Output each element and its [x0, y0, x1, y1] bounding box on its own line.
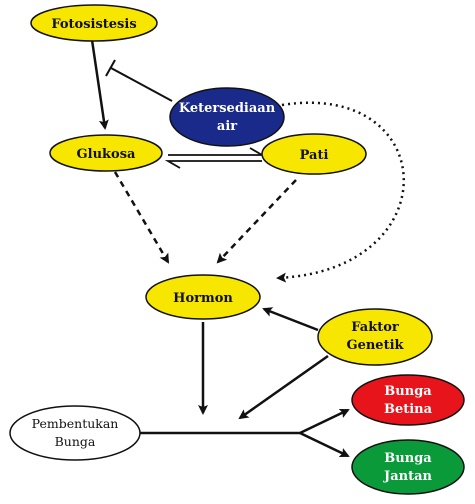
bunga-jantan-label-line1: Bunga — [384, 451, 432, 466]
ketersediaan-air-label-line1: Ketersediaan — [179, 101, 276, 116]
arrow-fotosistesis-to-glukosa — [90, 39, 109, 130]
faktor-genetik-ellipse — [317, 308, 433, 366]
glukosa-label: Glukosa — [77, 147, 136, 162]
faktor-genetik-label-line1: Faktor — [351, 320, 399, 335]
arrow-genetik-to-pembentukan — [238, 354, 329, 420]
dotted-arrow-air-to-hormon — [276, 101, 405, 283]
arrow-split-to-jantan — [299, 431, 350, 458]
hormon-ellipse — [145, 274, 261, 320]
node-ketersediaan-air: Ketersediaan air — [169, 87, 285, 147]
inhibit-bar — [105, 59, 116, 77]
glukosa-ellipse — [49, 134, 163, 172]
node-bunga-jantan: Bunga Jantan — [351, 439, 465, 495]
edges — [90, 39, 405, 458]
node-bunga-betina: Bunga Betina — [351, 374, 465, 426]
node-pati: Pati — [261, 133, 367, 175]
node-hormon: Hormon — [145, 274, 261, 320]
fotosistesis-label: Fotosistesis — [51, 17, 136, 32]
hormon-label: Hormon — [173, 291, 233, 306]
node-pembentukan-bunga: Pembentukan Bunga — [9, 405, 141, 461]
arrow-split-to-betina — [299, 408, 350, 435]
pembentukan-bunga-label-line1: Pembentukan — [32, 416, 119, 431]
faktor-genetik-label-line2: Genetik — [346, 338, 404, 353]
node-faktor-genetik: Faktor Genetik — [317, 308, 433, 366]
bunga-jantan-label-line2: Jantan — [383, 469, 432, 484]
dashed-arrow-pati-to-hormon — [216, 179, 297, 264]
pati-to-glukosa-halfarrow — [164, 160, 262, 169]
inhibit-air-to-fotosistesis — [110, 67, 173, 102]
bunga-jantan-ellipse — [351, 439, 465, 495]
ketersediaan-air-label-line2: air — [217, 119, 237, 134]
bunga-betina-ellipse — [351, 374, 465, 426]
node-fotosistesis: Fotosistesis — [30, 4, 158, 42]
arrow-genetik-to-hormon — [262, 307, 319, 332]
fotosistesis-ellipse — [30, 4, 158, 42]
pati-label: Pati — [300, 148, 329, 163]
ketersediaan-air-ellipse — [169, 87, 285, 147]
pembentukan-bunga-ellipse — [9, 405, 141, 461]
pembentukan-bunga-label-line2: Bunga — [55, 434, 96, 449]
bunga-betina-label-line1: Bunga — [384, 384, 432, 399]
glukosa-to-pati-halfarrow — [168, 147, 266, 156]
bunga-betina-label-line2: Betina — [384, 402, 433, 417]
node-glukosa: Glukosa — [49, 134, 163, 172]
dashed-arrow-glukosa-to-hormon — [113, 171, 170, 264]
pati-ellipse — [261, 133, 367, 175]
